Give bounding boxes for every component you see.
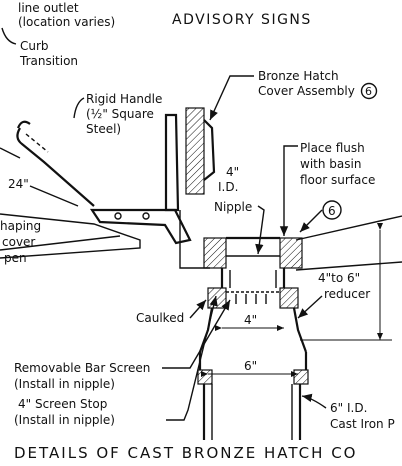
basin-wall-left — [179, 210, 210, 269]
advisory-signs-title: ADVISORY SIGNS — [172, 12, 312, 28]
nipple-leader — [255, 205, 265, 255]
reducer-collar-right — [279, 287, 299, 309]
pipe-inner-walls — [211, 384, 293, 440]
pipe-walls — [202, 384, 302, 440]
nipple-size-label: 4" — [226, 165, 239, 179]
caulked-label: Caulked — [136, 311, 184, 325]
hatch-leader — [209, 75, 254, 121]
bolt-2 — [142, 212, 150, 220]
reducer-size-label: 4"to 6" — [318, 271, 360, 285]
rigid-handle-size-label: (½" Square — [86, 107, 154, 121]
flush-leader — [279, 145, 298, 236]
rigid-handle-leader — [73, 97, 85, 119]
bar-screen-leader — [162, 299, 231, 369]
dim-24-leader — [0, 147, 21, 159]
screen-stop-install-label: (Install in nipple) — [14, 413, 115, 427]
shaping-open-label: pen — [4, 251, 27, 265]
floor-surface-label: floor surface — [300, 173, 375, 187]
shaping-label: haping — [0, 219, 41, 233]
rigid-handle-material-label: Steel) — [86, 122, 121, 136]
cast-iron-pipe-label: Cast Iron P — [330, 417, 395, 431]
place-flush-label: Place flush — [300, 141, 365, 155]
screen-stop-leader — [166, 295, 218, 421]
details-title: DETAILS OF CAST BRONZE HATCH CO — [14, 444, 357, 462]
reducer-collar-left — [207, 287, 227, 309]
nipple-inner-walls — [229, 270, 277, 288]
line-outlet-label: line outlet — [18, 1, 79, 15]
flange-left — [203, 237, 227, 269]
pipe-hub-right — [293, 369, 309, 385]
handle-inner-dash — [25, 133, 49, 153]
hatch-callout-number: 6 — [365, 85, 372, 98]
pipe-hub-left — [197, 369, 213, 385]
nipple-id-label: I.D. — [218, 180, 238, 194]
nipple-label: Nipple — [214, 200, 252, 214]
bolt-1 — [114, 212, 122, 220]
shaping-line — [0, 235, 121, 251]
rigid-handle-label: Rigid Handle — [86, 92, 162, 106]
basin-floor-right-bottom — [295, 261, 402, 271]
bar-screen-install-label: (Install in nipple) — [14, 377, 115, 391]
callout-6-leader — [299, 209, 323, 233]
cover-assembly-label: Cover Assembly — [258, 84, 355, 98]
bar-screen-label: Removable Bar Screen — [14, 361, 150, 375]
screen-stop-label: 4" Screen Stop — [18, 397, 107, 411]
nipple-walls — [220, 268, 286, 288]
curb-leader — [1, 27, 17, 45]
handle-hook — [16, 120, 31, 129]
basin-floor-right-top — [295, 215, 402, 241]
with-basin-label: with basin — [300, 157, 361, 171]
dim-6-label: 6" — [244, 359, 257, 373]
pipe-leader — [301, 393, 327, 409]
curb-label: Curb — [20, 39, 49, 53]
hatch-callout-circle — [360, 82, 378, 100]
hatch-cover-plate — [185, 107, 205, 195]
caulked-leader — [189, 299, 207, 319]
handle-bar — [16, 127, 95, 207]
dim-4-label: 4" — [244, 313, 257, 327]
reducer-label: reducer — [324, 287, 370, 301]
callout-6-circle — [322, 200, 342, 220]
reducer-leader — [297, 295, 323, 319]
dim-24-label: 24" — [8, 177, 29, 191]
callout-6-number: 6 — [328, 204, 336, 218]
basin-floor-left — [0, 213, 141, 259]
hatch-cover-lip — [203, 119, 216, 181]
curb-transition-label: Transition — [19, 54, 78, 68]
bronze-hatch-label: Bronze Hatch — [258, 69, 339, 83]
line-outlet-location-label: (location varies) — [18, 15, 115, 29]
hatch-upright-arm — [164, 113, 180, 212]
dim-24-line — [29, 185, 79, 207]
pipe-size-label: 6" I.D. — [330, 401, 367, 415]
screen-bar-lines — [235, 294, 267, 304]
shaping-cover-label: cover — [2, 235, 35, 249]
flange-right — [279, 237, 303, 269]
